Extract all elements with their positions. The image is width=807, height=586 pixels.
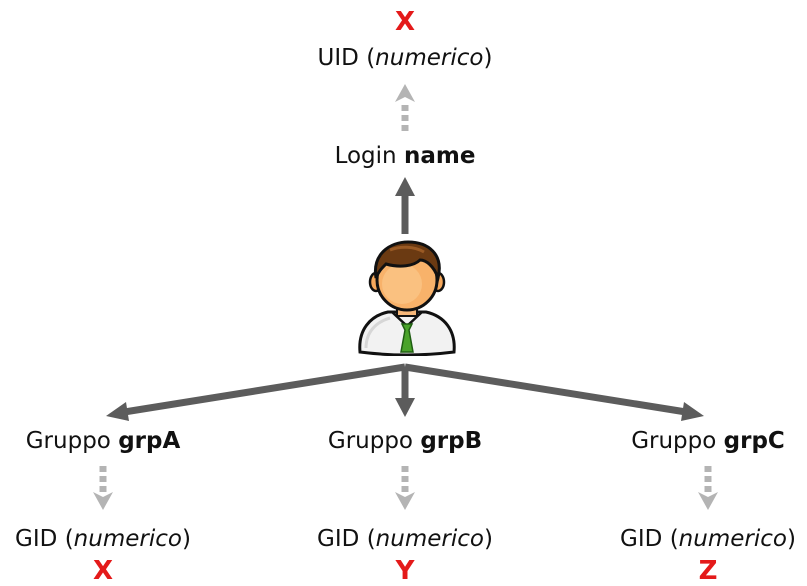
group-b-label: Gruppo grpB (327, 428, 483, 454)
gid-c-label: GID (numerico) (620, 526, 796, 552)
login-solid-arrow (395, 177, 415, 234)
gid-a-label: GID (numerico) (15, 526, 191, 552)
gid-c-value: Z (698, 556, 718, 586)
login-label: Login name (334, 143, 476, 169)
gid-dashed-arrows (93, 466, 718, 510)
gid-a-value: X (92, 556, 114, 586)
user-avatar-icon (358, 240, 456, 356)
uid-dashed-arrow (395, 84, 415, 131)
group-a-label: Gruppo grpA (25, 428, 181, 454)
group-solid-arrows (106, 363, 704, 421)
group-c-label: Gruppo grpC (631, 428, 785, 454)
gid-b-label: GID (numerico) (317, 526, 493, 552)
uid-value: X (394, 7, 416, 37)
uid-label: UID (numerico) (317, 45, 493, 71)
gid-b-value: Y (395, 556, 415, 586)
